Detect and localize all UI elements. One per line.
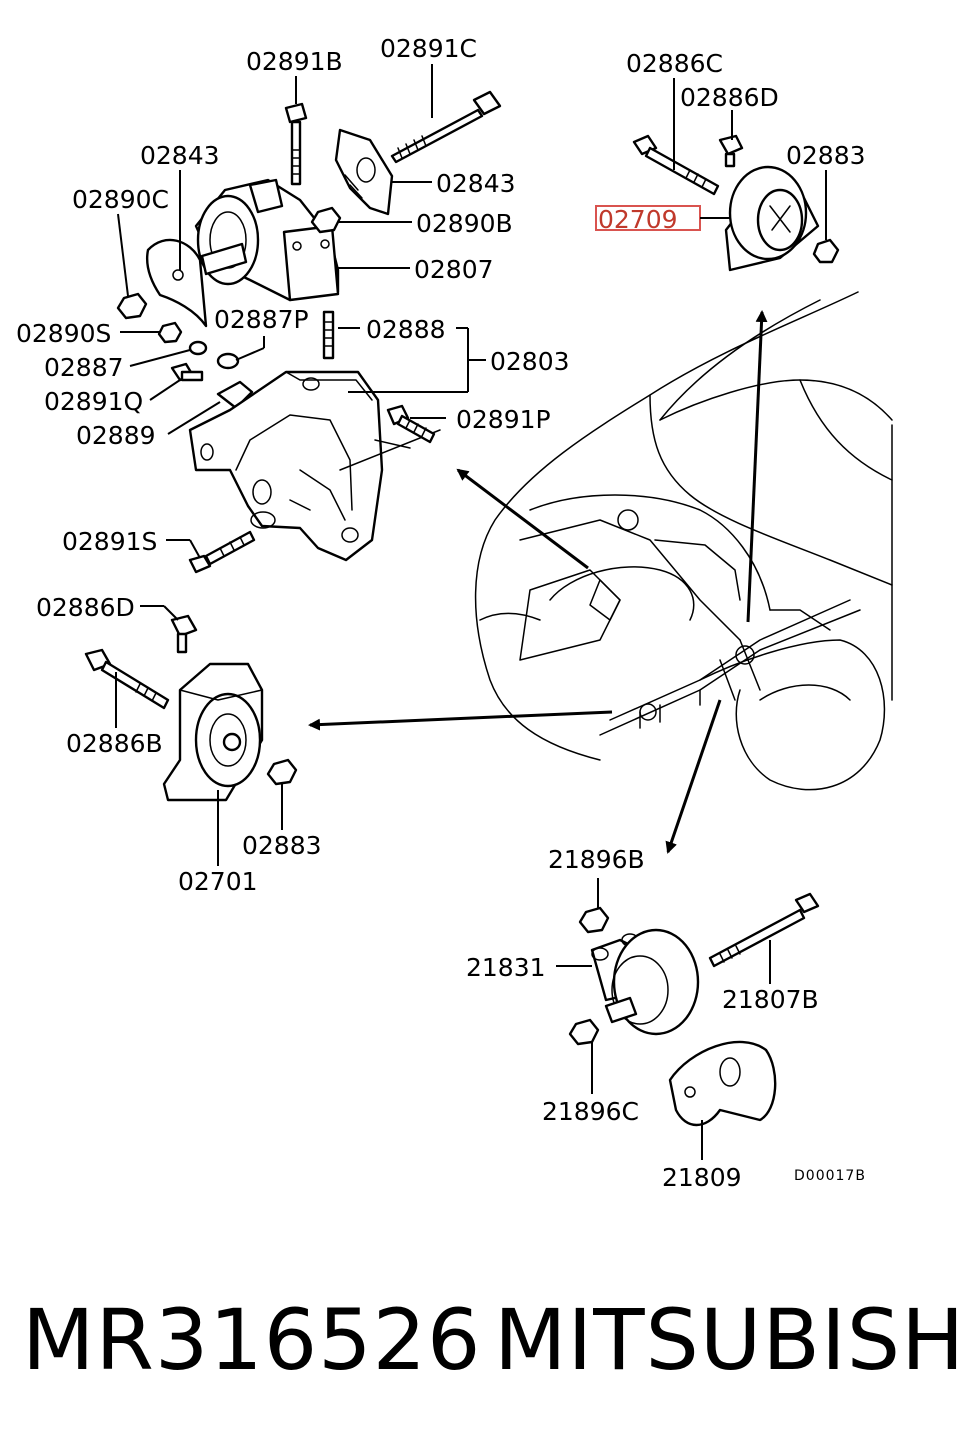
label-02890B: 02890B: [416, 209, 513, 238]
label-02883-top: 02883: [786, 141, 866, 170]
mount-02709-assembly: [595, 134, 840, 272]
bolt-02886B: [84, 648, 170, 710]
label-02886D-left: 02886D: [36, 593, 135, 622]
label-21896C: 21896C: [542, 1097, 639, 1126]
nut-02890C: [116, 292, 148, 320]
bolt-21807B: [708, 892, 820, 968]
washer-02887: [188, 340, 208, 356]
label-02886C: 02886C: [626, 49, 723, 78]
arrow-to-bracket: [456, 468, 589, 570]
arrow-to-left-mount: [308, 710, 613, 731]
label-02709-highlighted: 02709: [598, 205, 678, 234]
vehicle-outline: [474, 291, 893, 791]
label-02803: 02803: [490, 347, 570, 376]
nut-02883-top: [812, 238, 840, 264]
label-02701: 02701: [178, 867, 258, 896]
brand-name: MITSUBISHI: [494, 1291, 960, 1389]
nut-02890S: [157, 321, 183, 344]
plate-02889: [216, 380, 254, 410]
label-02890S: 02890S: [16, 319, 111, 348]
label-02890C: 02890C: [72, 185, 169, 214]
label-02891Q: 02891Q: [44, 387, 143, 416]
bolt-02891B: [284, 102, 308, 186]
bolt-02891C: [390, 90, 502, 164]
nut-21896B: [578, 906, 610, 934]
stud-02888: [322, 310, 335, 360]
label-21809: 21809: [662, 1163, 742, 1192]
bolt-02886D-top: [718, 134, 744, 168]
bracket-21809: [668, 1040, 777, 1127]
label-02891B: 02891B: [246, 47, 343, 76]
mount-02701-assembly: [84, 614, 298, 802]
bolt-02891S: [188, 530, 256, 574]
arrow-to-rear-mount: [665, 699, 722, 854]
mount-body-02807: [194, 178, 340, 302]
mount-21809-assembly: [568, 892, 820, 1127]
nut-02890B: [310, 206, 342, 234]
bracket-02803: [188, 370, 441, 562]
label-02887P: 02887P: [214, 305, 309, 334]
nut-02883-left: [266, 758, 298, 786]
label-02886B: 02886B: [66, 729, 163, 758]
mount-body-02701: [162, 662, 264, 802]
label-02891C: 02891C: [380, 34, 477, 63]
label-02843-right: 02843: [436, 169, 516, 198]
plate-02843: [146, 238, 208, 328]
label-21807B: 21807B: [722, 985, 819, 1014]
label-02887: 02887: [44, 353, 124, 382]
bolt-02886C: [632, 134, 720, 196]
label-02807: 02807: [414, 255, 494, 284]
label-02843-top: 02843: [140, 141, 220, 170]
label-21831: 21831: [466, 953, 546, 982]
washer-02887P: [216, 352, 240, 370]
bolt-02891Q: [170, 362, 204, 382]
leader-lines: [115, 64, 827, 1160]
label-02891P: 02891P: [456, 405, 551, 434]
engine-mount-02807-assembly: [116, 90, 502, 410]
pointer-arrows: [308, 310, 768, 854]
nut-21896C: [568, 1018, 600, 1046]
arrow-to-top-mount: [746, 310, 768, 623]
label-21896B: 21896B: [548, 845, 645, 874]
drawing-code: D00017B: [794, 1168, 866, 1184]
label-02888: 02888: [366, 315, 446, 344]
label-02891S: 02891S: [62, 527, 157, 556]
mount-body-21831: [604, 928, 700, 1036]
callout-labels: 02891B 02891C 02843 02843 02890C 02890B …: [16, 34, 866, 1192]
part-number: MR316526: [22, 1291, 482, 1389]
label-02889: 02889: [76, 421, 156, 450]
label-02886D-top: 02886D: [680, 83, 779, 112]
mount-body-02709: [724, 165, 820, 272]
stopper-02843: [334, 128, 394, 216]
bolt-02886D-left: [170, 614, 198, 654]
product-footer: MR316526 MITSUBISHI: [0, 1290, 960, 1400]
label-02883-left: 02883: [242, 831, 322, 860]
bolt-02891P: [386, 404, 436, 444]
